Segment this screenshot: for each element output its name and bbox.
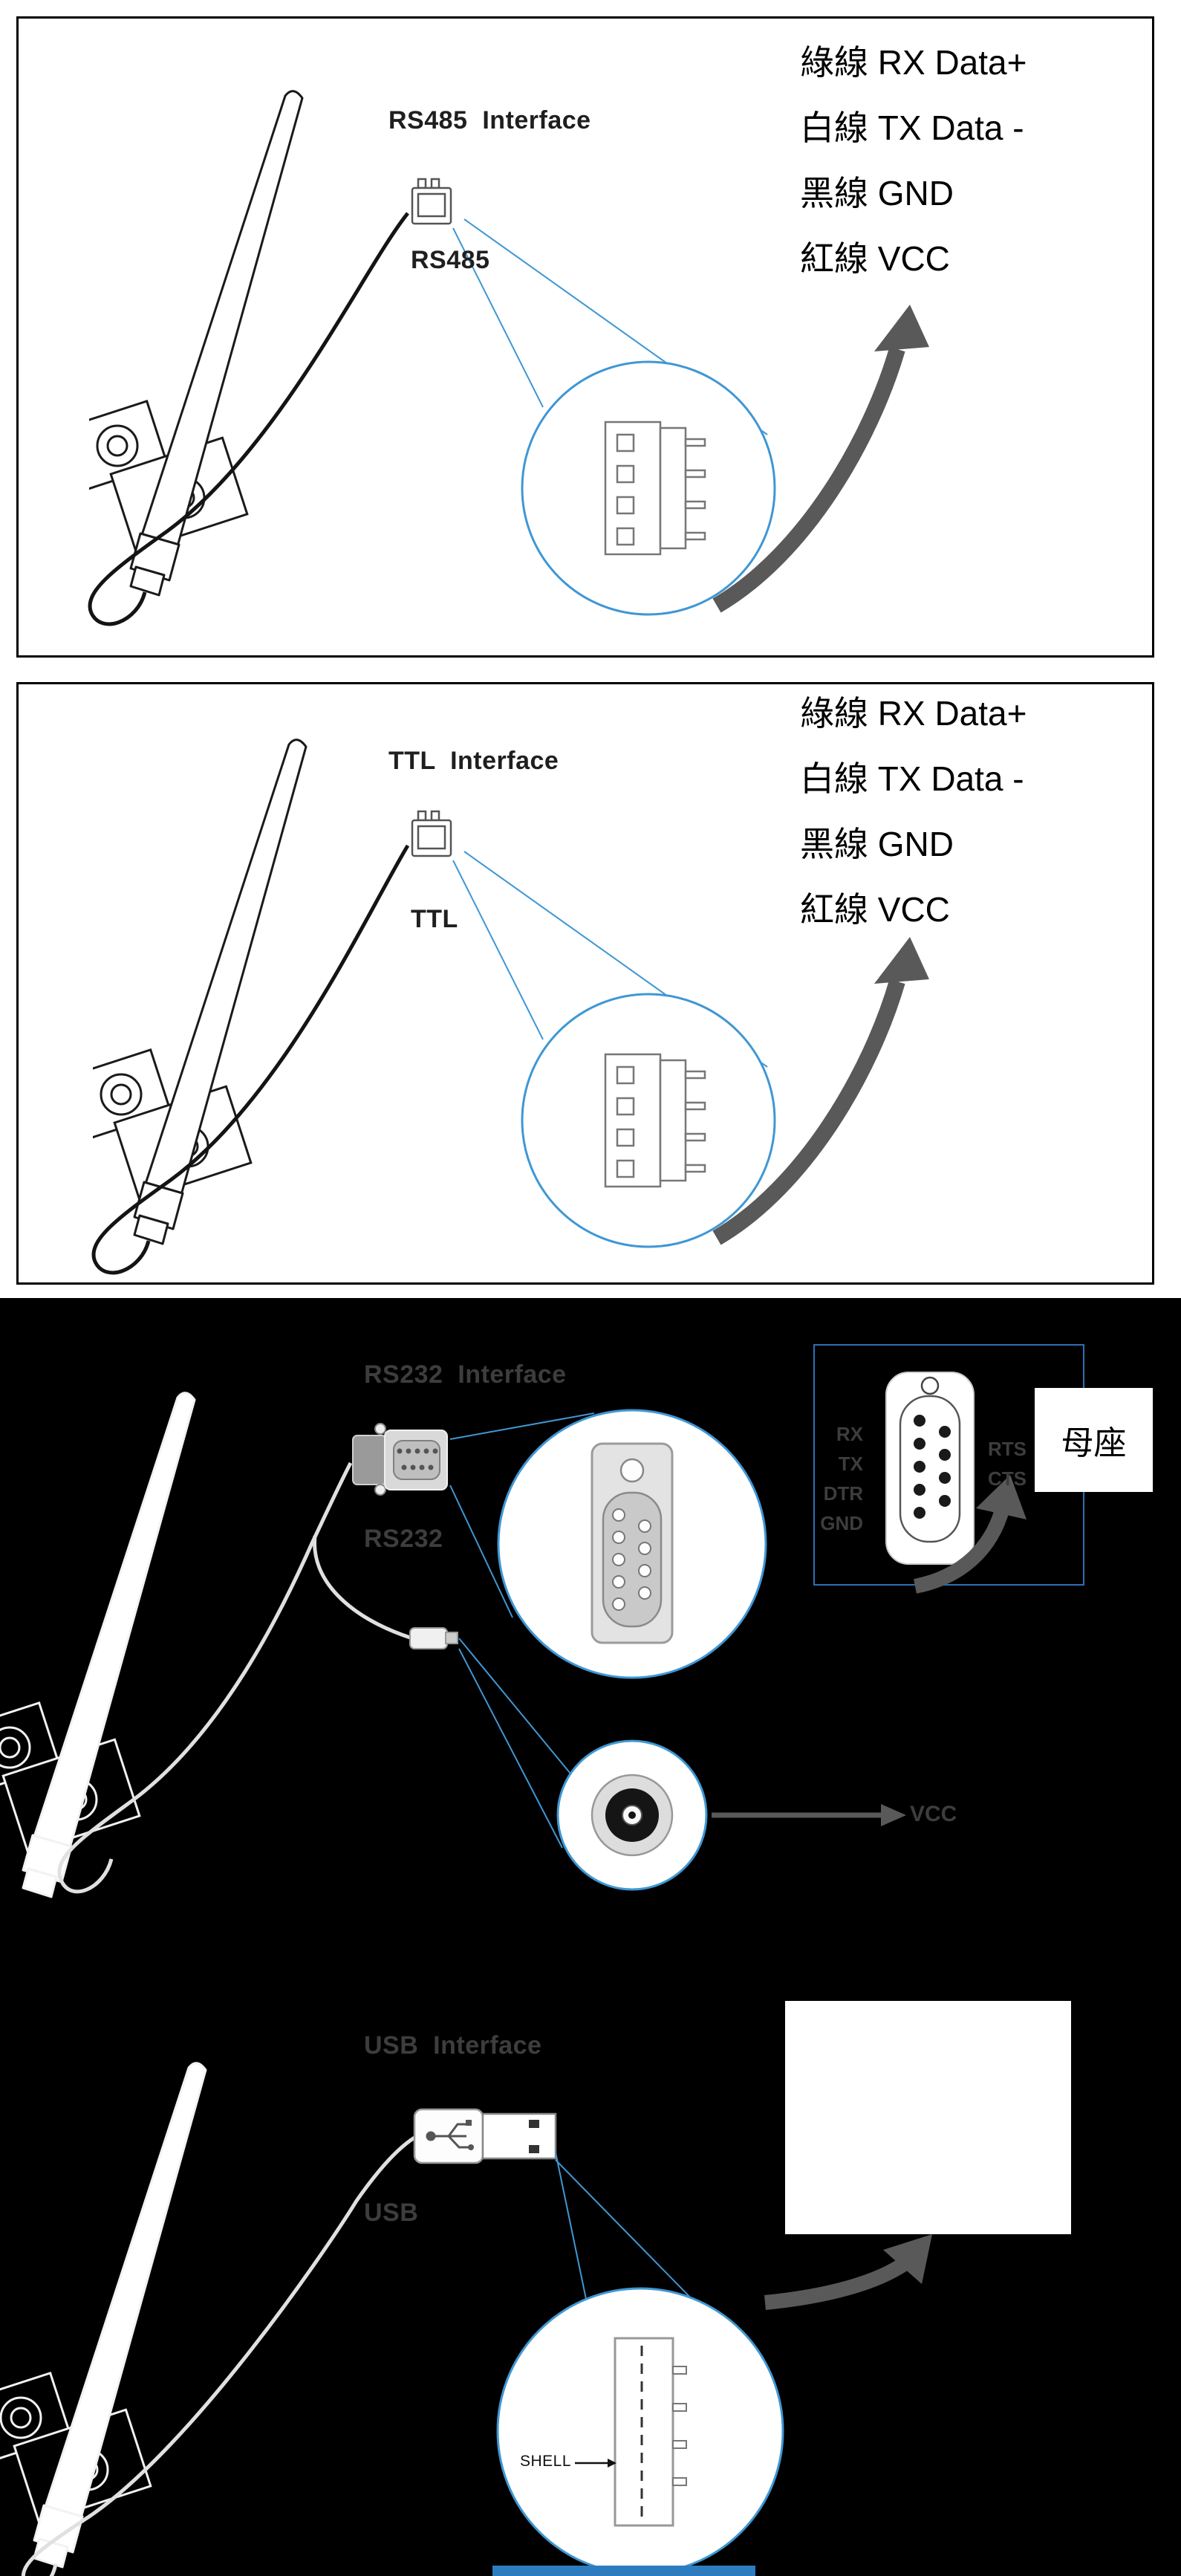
pin-header-zoom	[604, 1053, 706, 1188]
cable	[91, 844, 410, 1275]
female-socket-box: 母座	[1035, 1388, 1153, 1492]
barrel-plug	[409, 1627, 458, 1649]
pin-label-cts: CTS	[988, 1467, 1027, 1490]
bottom-blue-strip	[492, 2566, 755, 2576]
interface-title: RS232 Interface	[364, 1360, 567, 1389]
pin-label-rx: RX	[836, 1423, 863, 1445]
dark-section: 母座	[0, 1298, 1181, 2576]
wire-arrow	[712, 305, 929, 613]
shell-pointer-arrow	[575, 2459, 616, 2468]
wire-label-white: 白線 TX Data -	[800, 759, 1024, 798]
ttl-diagram	[91, 739, 929, 1275]
rs485-panel: RS485 Interface RS485 綠線 RX Data+ 白線 TX …	[16, 16, 1154, 658]
port-label: USB	[364, 2199, 419, 2227]
shell-label: SHELL	[520, 2453, 572, 2470]
ttl-connector	[411, 810, 452, 857]
ttl-panel: TTL Interface TTL 綠線 RX Data+ 白線 TX Data…	[16, 682, 1154, 1285]
pin-label-tx: TX	[838, 1453, 863, 1475]
vcc-label: VCC	[910, 1802, 957, 1826]
usb-note-box	[785, 2001, 1071, 2234]
wire-label-white: 白線 TX Data -	[800, 108, 1024, 147]
power-jack-zoom	[590, 1774, 674, 1857]
pin-label-rts: RTS	[988, 1438, 1027, 1460]
cable	[21, 2135, 416, 2576]
pin-label-dtr: DTR	[823, 1482, 863, 1505]
power-cable	[313, 1535, 413, 1641]
db9-device-connector	[352, 1423, 448, 1496]
wire-label-green: 綠線 RX Data+	[800, 43, 1027, 82]
pin-header-zoom	[604, 421, 706, 556]
antenna-illustration	[0, 1392, 195, 1897]
wire-label-black: 黑線 GND	[800, 825, 954, 863]
cable	[88, 212, 409, 626]
zoom-cone-lines	[449, 1412, 595, 1849]
port-label: RS485	[411, 246, 490, 274]
usb-plug	[413, 2108, 557, 2164]
rs485-diagram	[88, 91, 929, 626]
cable	[57, 1461, 353, 1894]
vcc-arrow	[712, 1804, 906, 1826]
port-label: TTL	[411, 905, 458, 933]
antenna-illustration	[0, 2063, 206, 2567]
antenna-illustration	[89, 91, 302, 595]
usb-note-arrow	[764, 2234, 932, 2310]
socket-arrow	[913, 1475, 1027, 1594]
db9-pinout-drawing	[885, 1372, 975, 1565]
rs485-connector	[411, 178, 452, 225]
interface-title: TTL Interface	[388, 747, 559, 775]
interface-title: USB Interface	[364, 2031, 542, 2060]
wire-label-black: 黑線 GND	[800, 174, 954, 212]
port-label: RS232	[364, 1525, 443, 1553]
wire-label-red: 紅線 VCC	[800, 239, 950, 278]
wire-label-red: 紅線 VCC	[800, 890, 950, 929]
wire-legend: 綠線 RX Data+ 白線 TX Data - 黑線 GND 紅線 VCC	[800, 41, 1027, 280]
dark-diagrams	[0, 1372, 1027, 2576]
antenna-illustration	[93, 739, 306, 1244]
wire-legend: 綠線 RX Data+ 白線 TX Data - 黑線 GND 紅線 VCC	[800, 692, 1027, 931]
usb-pinout-zoom	[575, 2337, 687, 2527]
pin-label-gnd: GND	[820, 1512, 863, 1534]
interface-title: RS485 Interface	[388, 106, 591, 134]
female-socket-label: 母座	[1061, 1425, 1127, 1461]
wire-label-green: 綠線 RX Data+	[800, 694, 1027, 733]
wire-arrow	[712, 937, 929, 1245]
db9-female-zoom	[590, 1442, 674, 1644]
